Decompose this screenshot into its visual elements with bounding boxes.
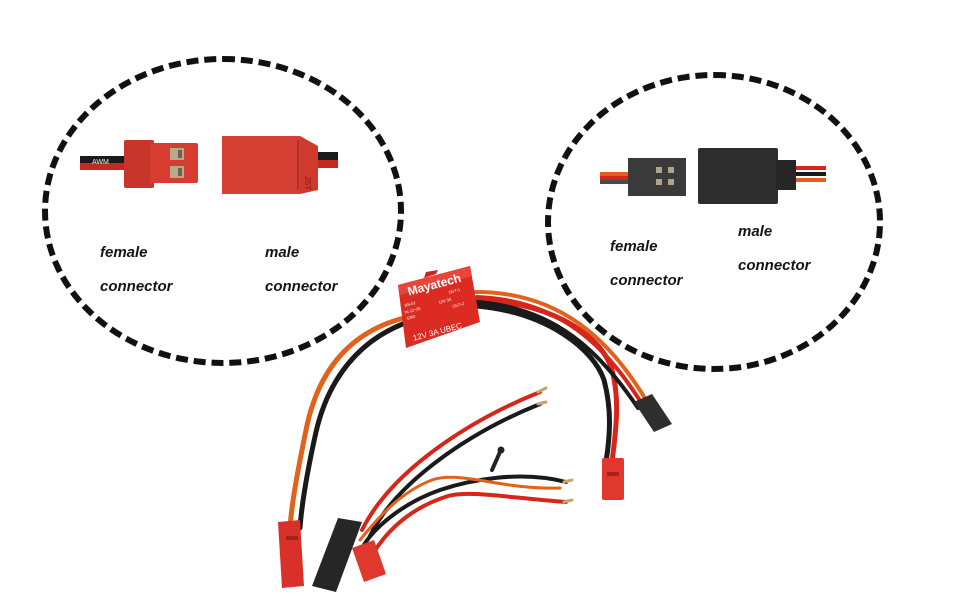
servo-plug-bottom (312, 518, 362, 592)
servo-connector-callout (545, 72, 883, 372)
servo-female-caption: female connector (610, 230, 683, 298)
caption-line: male (738, 223, 773, 240)
caption-line: connector (265, 278, 338, 295)
caption-line: connector (610, 272, 683, 289)
bare-wire-tips (536, 386, 574, 504)
jst-connector-callout (42, 56, 404, 366)
servo-plug-right (634, 394, 672, 432)
wire-marking: AWM (92, 159, 109, 166)
jst-male-caption: male connector (265, 236, 338, 304)
output-lead-servo (474, 290, 648, 410)
caption-line: connector (738, 257, 811, 274)
jst-male-plug-left (278, 520, 304, 588)
jst-female-plug-bottom (352, 540, 386, 582)
plug-marking: JST (303, 176, 312, 190)
output-lead-left (287, 315, 411, 531)
jst-female-connector (80, 140, 198, 188)
jst-female-caption: female connector (100, 236, 173, 304)
jst-female-plug-right (602, 458, 624, 500)
servo-female-connector (600, 158, 686, 196)
output-lead-right (471, 297, 620, 465)
servo-male-caption: male connector (738, 215, 811, 283)
mounting-screw (490, 446, 505, 472)
caption-line: connector (100, 278, 173, 295)
caption-line: female (100, 244, 148, 261)
jst-male-connector (222, 136, 338, 194)
caption-line: male (265, 244, 300, 261)
caption-line: female (610, 238, 658, 255)
servo-male-connector (698, 148, 826, 204)
ubec-module (398, 266, 480, 348)
input-lead (358, 390, 568, 554)
